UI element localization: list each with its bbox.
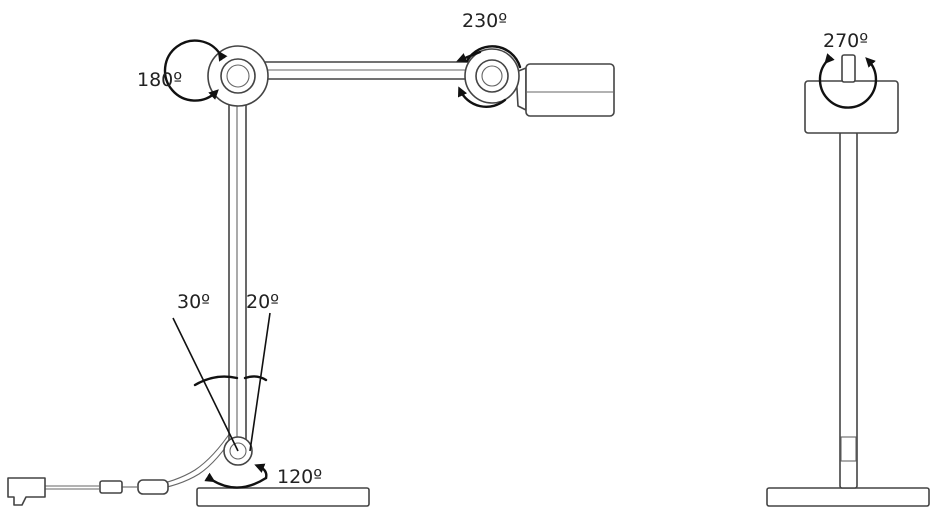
tilt-back-angle-label: 30º (177, 291, 210, 313)
elbow-angle-label: 180º (137, 69, 182, 91)
base-rotation-angle-label: 120º (277, 466, 322, 488)
lamp-front-view: 270º (766, 30, 930, 507)
tilt-range-lines (172, 312, 271, 452)
power-cord (7, 429, 237, 506)
base-rotation-arrow (204, 472, 268, 489)
lamp-base (196, 487, 370, 507)
lamp-head (515, 63, 615, 117)
head-joint-angle-label: 230º (462, 10, 507, 32)
head-swivel-arrow (818, 53, 878, 109)
lamp-side-view: 180º 230º 30º 20º 120º (7, 10, 615, 507)
front-base (766, 487, 930, 507)
lower-arm (228, 89, 247, 449)
elbow-joint (207, 45, 269, 107)
upper-arm (247, 61, 493, 80)
tilt-forward-angle-label: 20º (246, 291, 279, 313)
front-pole (839, 131, 858, 489)
elbow-rotation-arrow (163, 39, 228, 102)
head-joint (464, 48, 520, 104)
head-swivel-angle-label: 270º (823, 30, 868, 52)
